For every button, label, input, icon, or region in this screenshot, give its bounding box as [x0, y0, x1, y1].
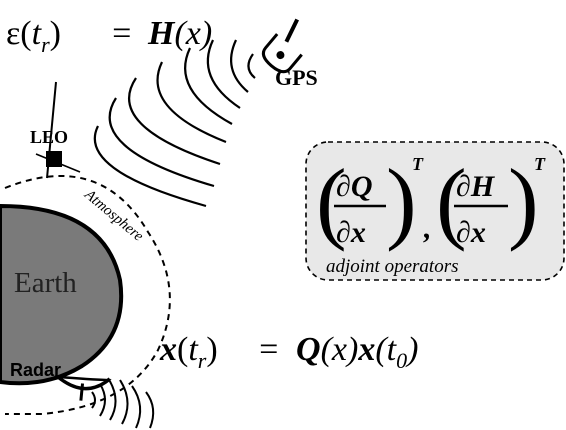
gps-signal-waves	[93, 39, 256, 208]
eq-bot-sub-r: r	[198, 348, 207, 373]
adjoint-caption: adjoint operators	[326, 256, 458, 277]
frac1-transpose: T	[412, 154, 424, 174]
eq-top-H: H	[147, 15, 176, 52]
eq-bot-lparen: (	[177, 331, 188, 368]
eq-bot-equals: =	[257, 331, 280, 368]
gps-label: GPS	[275, 65, 318, 90]
eq-bot-x: x	[159, 331, 177, 368]
leo-label: LEO	[30, 127, 68, 147]
eq-bot-t0-open: (t	[375, 331, 397, 368]
svg-text:H(x): H(x)	[147, 15, 212, 52]
satellite-icon	[35, 81, 81, 179]
eq-top-t: t	[32, 15, 43, 52]
svg-text:Q(x)x(t0): Q(x)x(t0)	[296, 331, 418, 373]
eq-bot-rparen: )	[206, 331, 217, 368]
eq-bot-t: t	[188, 331, 199, 368]
frac2-transpose: T	[534, 154, 546, 174]
satellite-icon	[261, 18, 303, 74]
earth-label: Earth	[14, 267, 77, 299]
paren-close-1: )	[386, 150, 417, 252]
eq-bot-t0-close: )	[405, 331, 418, 368]
frac2-partial-num: ∂	[456, 170, 471, 203]
eq-top-epsilon: ε	[6, 15, 20, 52]
adjoint-comma: ,	[423, 212, 432, 245]
eq-bot-Q: Q	[296, 331, 321, 368]
radar-signal-waves	[91, 377, 155, 429]
frac2-partial-den: ∂	[456, 216, 471, 249]
frac1-Q: Q	[351, 170, 373, 203]
frac2-numerator: ∂H	[456, 170, 496, 203]
eq-top-sub-r: r	[41, 32, 50, 57]
radar-label: Radar	[10, 360, 61, 380]
eq-bot-sub-0: 0	[396, 348, 407, 373]
frac1-numerator: ∂Q	[336, 170, 373, 203]
frac1-partial-den: ∂	[336, 216, 351, 249]
atmosphere-boundary	[4, 175, 171, 415]
frac2-H: H	[470, 170, 496, 203]
eq-top-equals: =	[110, 15, 133, 52]
svg-text:ε(tr): ε(tr)	[6, 15, 61, 57]
leo-satellite: LEO	[30, 81, 81, 179]
eq-top-arg: (x)	[174, 15, 212, 52]
svg-text:x(tr): x(tr)	[159, 331, 218, 373]
eq-top-rparen: )	[50, 15, 61, 52]
frac2-x: x	[470, 216, 486, 249]
frac1-partial-num: ∂	[336, 170, 351, 203]
gps-satellite: GPS	[261, 18, 318, 90]
adjoint-box-background	[305, 141, 565, 281]
frac2-denominator: ∂x	[456, 216, 486, 249]
equation-top: ε(tr) = H(x)	[6, 15, 212, 57]
frac1-denominator: ∂x	[336, 216, 366, 249]
equation-bottom: x(tr) = Q(x)x(t0)	[159, 331, 418, 373]
adjoint-operators-box: ( ∂Q ∂x ) T , ( ∂H ∂x ) T adjoint operat…	[305, 141, 565, 281]
paren-open-2: (	[436, 150, 467, 252]
paren-close-2: )	[508, 150, 539, 252]
frac1-x: x	[350, 216, 366, 249]
eq-top-lparen: (	[20, 15, 31, 52]
eq-bot-x2: x	[357, 331, 375, 368]
eq-bot-arg: (x)	[321, 331, 359, 368]
earth: Earth	[0, 203, 124, 386]
paren-open-1: (	[316, 150, 347, 252]
radar: Radar	[10, 360, 112, 401]
